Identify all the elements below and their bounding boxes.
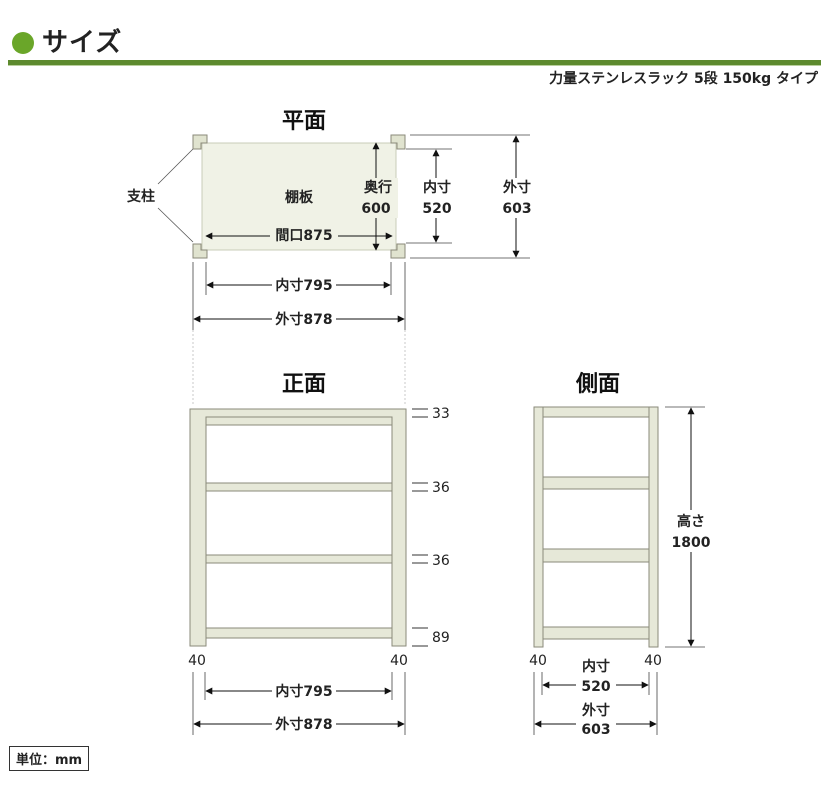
side-outer-label: 外寸 (582, 702, 610, 719)
front-post-right: 40 (390, 653, 408, 669)
plan-post-bl (192, 243, 208, 259)
front-outer-frame (189, 408, 407, 647)
inner-depth-label-bg (418, 178, 456, 218)
front-view-title: 正面 (282, 372, 326, 397)
front-shelf-top (205, 416, 393, 426)
front-frame (189, 408, 407, 647)
side-inner-value: 520 (581, 679, 610, 695)
outer-depth-label-bg (498, 178, 536, 218)
plan-post-tr (390, 134, 406, 150)
front-post-left: 40 (188, 653, 206, 669)
side-inner-label-bg (576, 657, 616, 695)
post-leader-bottom (157, 207, 194, 243)
side-post-left (533, 406, 544, 648)
header-bullet-icon (12, 32, 34, 54)
side-post-right-label: 40 (644, 653, 662, 669)
depth-label: 奥行 (364, 179, 392, 196)
front-inner-width-label: 内寸795 (275, 683, 332, 700)
side-shelf-3 (542, 548, 650, 563)
side-height-label-bg (670, 510, 716, 552)
shelf-label: 棚板 (285, 189, 314, 206)
plan-outer-width-bg (272, 311, 336, 328)
plan-inner-width-label: 内寸795 (275, 277, 332, 294)
front-gap-4: 89 (432, 630, 450, 646)
side-post-left-label: 40 (529, 653, 547, 669)
plan-post-br (390, 243, 406, 259)
inner-depth-value: 520 (422, 201, 451, 217)
plan-view-title: 平面 (282, 109, 326, 134)
front-gap-1: 33 (432, 406, 450, 422)
plan-inner-width-bg (272, 277, 336, 294)
front-shelf-2 (205, 482, 393, 492)
front-inner-width-bg (272, 683, 336, 700)
side-post-right (648, 406, 659, 648)
front-shelf-3 (205, 554, 393, 564)
side-outer-label-bg (576, 702, 616, 738)
front-outer-width-bg (272, 716, 336, 733)
side-height-value: 1800 (672, 535, 711, 551)
front-gap-2: 36 (432, 480, 450, 496)
depth-value: 600 (361, 201, 390, 217)
side-frame (533, 406, 659, 648)
header-divider-shadow (8, 65, 821, 66)
side-inner-label: 内寸 (582, 658, 610, 675)
side-height-label: 高さ (677, 513, 705, 530)
outer-depth-value: 603 (502, 201, 531, 217)
outer-depth-label: 外寸 (503, 179, 531, 196)
side-view-title: 側面 (575, 372, 620, 397)
frontage-label: 間口875 (275, 228, 332, 244)
front-shelf-bottom (205, 627, 393, 639)
product-subtitle: 力量ステンレスラック 5段 150kg タイプ (549, 71, 818, 87)
page-title: サイズ (42, 28, 123, 58)
side-shelf-2 (542, 476, 650, 490)
plan-outer-width-label: 外寸878 (275, 311, 332, 328)
header-divider (8, 60, 821, 65)
side-outer-value: 603 (581, 722, 610, 738)
frontage-label-bg (270, 227, 338, 244)
front-outer-width-label: 外寸878 (275, 716, 332, 733)
depth-label-bg (360, 178, 398, 218)
side-shelf-bottom (542, 626, 650, 640)
front-gap-3: 36 (432, 553, 450, 569)
inner-depth-label: 内寸 (423, 179, 451, 196)
side-shelf-top (542, 406, 650, 418)
post-leader-top (157, 148, 194, 185)
unit-note: 単位：mm (9, 746, 90, 771)
post-label: 支柱 (126, 188, 155, 205)
front-gap-marks (412, 408, 428, 647)
